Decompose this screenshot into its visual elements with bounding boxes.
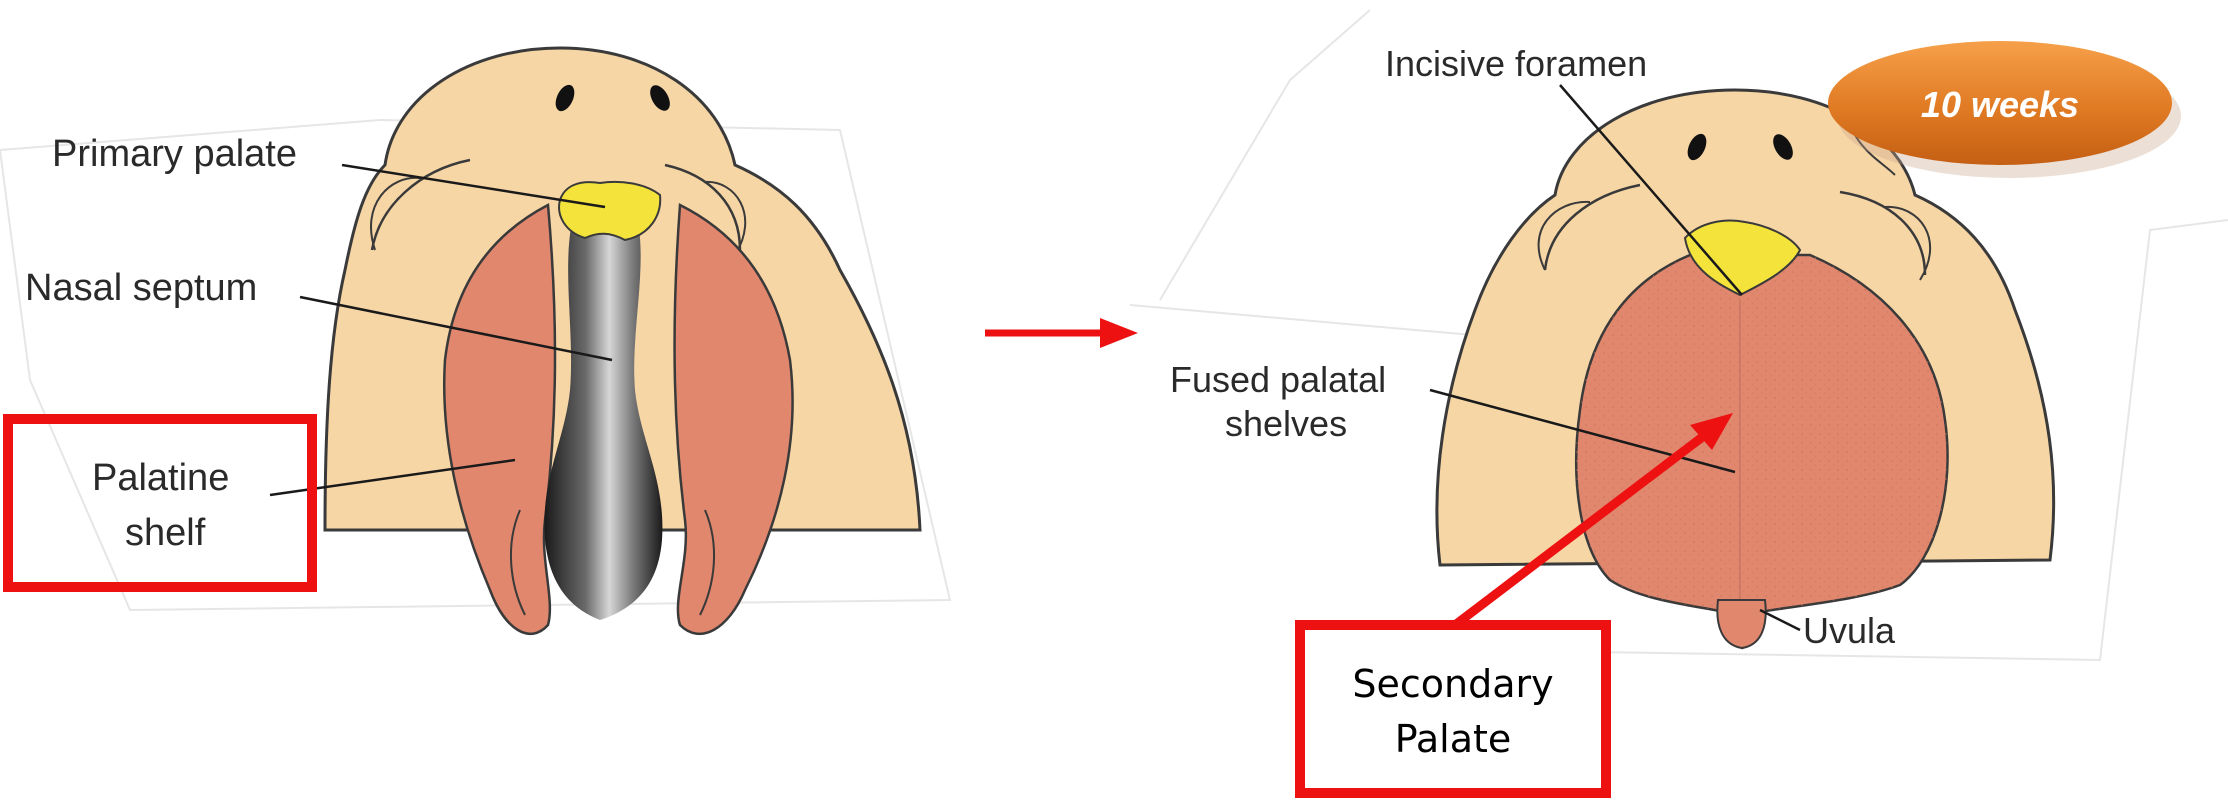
label-primary-palate: Primary palate xyxy=(52,133,297,175)
secondary-palate-callout-box xyxy=(1300,625,1606,793)
left-palate-illustration xyxy=(325,48,920,634)
uvula xyxy=(1717,600,1765,648)
label-palatine-shelf-line2: shelf xyxy=(125,512,206,554)
callout-text-line1: Secondary xyxy=(1352,662,1553,706)
label-uvula: Uvula xyxy=(1803,610,1896,651)
transition-arrow xyxy=(985,318,1138,348)
label-fused-palatal-line2: shelves xyxy=(1225,403,1347,444)
label-nasal-septum: Nasal septum xyxy=(25,267,257,309)
age-badge-text: 10 weeks xyxy=(1921,84,2079,125)
label-fused-palatal-line1: Fused palatal xyxy=(1170,359,1386,400)
label-incisive-foramen: Incisive foramen xyxy=(1385,43,1647,84)
label-palatine-shelf-line1: Palatine xyxy=(92,457,229,499)
primary-palate xyxy=(559,182,660,240)
callout-text-line2: Palate xyxy=(1395,717,1512,761)
palatine-shelf-highlight-box xyxy=(8,419,312,587)
